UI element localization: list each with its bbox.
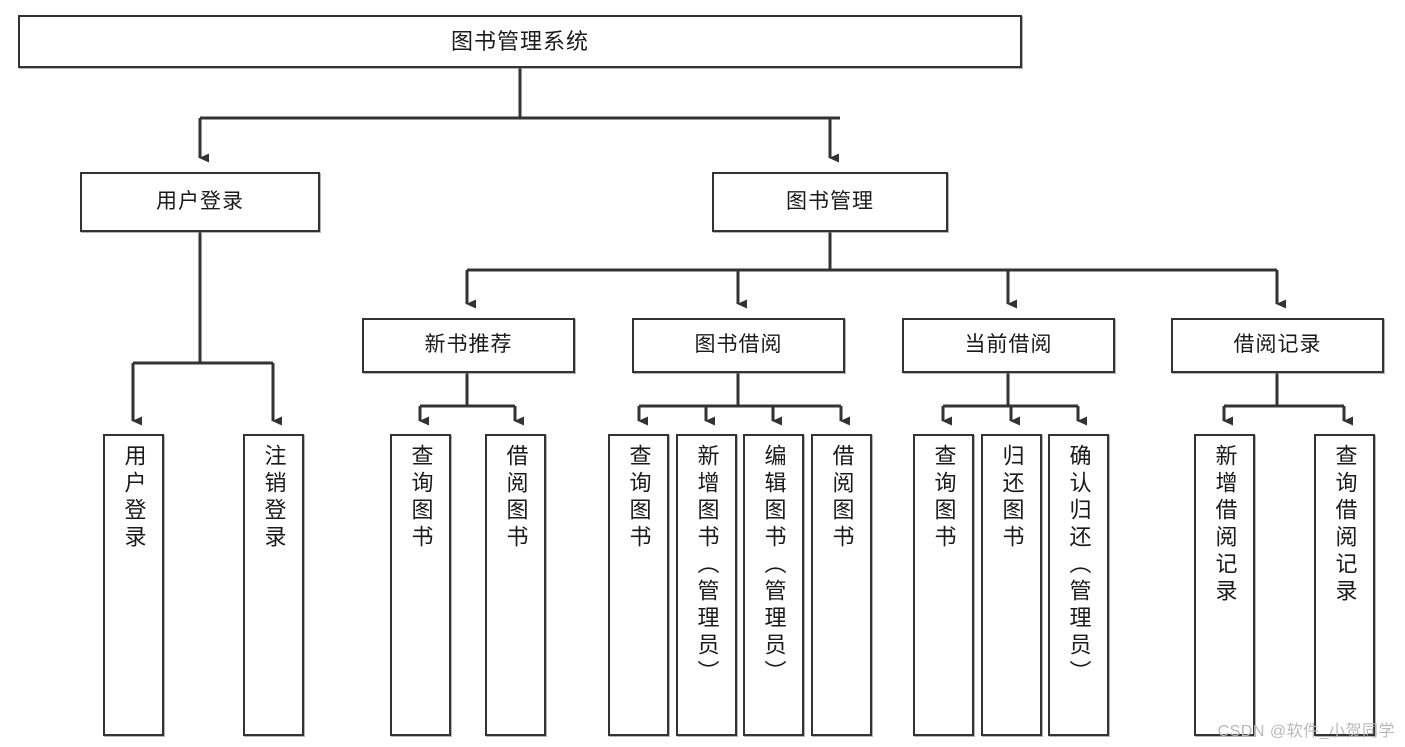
node-leaf-current-confirm-return-admin[interactable]: 确认归还（管理员）: [1048, 434, 1109, 736]
node-label: 注销登录: [261, 444, 287, 552]
node-leaf-borrow-add-book-admin[interactable]: 新增图书（管理员）: [676, 434, 737, 736]
node-leaf-logout[interactable]: 注销登录: [243, 434, 304, 736]
node-leaf-records-query-record[interactable]: 查询借阅记录: [1314, 434, 1375, 736]
node-label: 借阅记录: [1233, 333, 1322, 357]
node-label: 归还图书: [999, 444, 1025, 552]
node-label: 用户登录: [121, 444, 147, 552]
node-leaf-records-add-record[interactable]: 新增借阅记录: [1194, 434, 1255, 736]
node-label: 查询图书: [931, 444, 957, 552]
node-label: 新增图书（管理员）: [694, 444, 720, 687]
node-leaf-current-return-book[interactable]: 归还图书: [981, 434, 1042, 736]
node-label: 查询图书: [408, 444, 434, 552]
node-user-login[interactable]: 用户登录: [80, 172, 320, 232]
node-current-borrow[interactable]: 当前借阅: [902, 318, 1115, 373]
node-label: 确认归还（管理员）: [1066, 444, 1092, 687]
node-label: 借阅图书: [829, 444, 855, 552]
node-leaf-newbook-borrow-book[interactable]: 借阅图书: [485, 434, 546, 736]
node-book-management[interactable]: 图书管理: [712, 172, 948, 232]
node-label: 用户登录: [156, 189, 244, 213]
node-book-borrow[interactable]: 图书借阅: [632, 318, 845, 373]
node-label: 新增借阅记录: [1212, 444, 1238, 606]
node-label: 图书借阅: [694, 333, 783, 357]
node-leaf-current-query-book[interactable]: 查询图书: [913, 434, 974, 736]
node-borrow-records[interactable]: 借阅记录: [1171, 318, 1384, 373]
node-leaf-newbook-query-book[interactable]: 查询图书: [390, 434, 451, 736]
node-label: 编辑图书（管理员）: [761, 444, 787, 687]
node-leaf-user-login[interactable]: 用户登录: [103, 434, 164, 736]
node-new-book-recommend[interactable]: 新书推荐: [362, 318, 575, 373]
node-label: 当前借阅: [964, 333, 1053, 357]
node-label: 新书推荐: [424, 333, 513, 357]
node-leaf-borrow-borrow-book[interactable]: 借阅图书: [811, 434, 872, 736]
node-label: 图书管理系统: [450, 28, 589, 54]
node-label: 查询图书: [626, 444, 652, 552]
node-leaf-borrow-edit-book-admin[interactable]: 编辑图书（管理员）: [743, 434, 804, 736]
node-label: 查询借阅记录: [1332, 444, 1358, 606]
node-leaf-borrow-query-book[interactable]: 查询图书: [608, 434, 669, 736]
node-label: 借阅图书: [503, 444, 529, 552]
node-root-book-management-system[interactable]: 图书管理系统: [18, 15, 1022, 68]
csdn-watermark: CSDN @软件_小贺同学: [1217, 723, 1395, 740]
node-label: 图书管理: [786, 189, 874, 213]
